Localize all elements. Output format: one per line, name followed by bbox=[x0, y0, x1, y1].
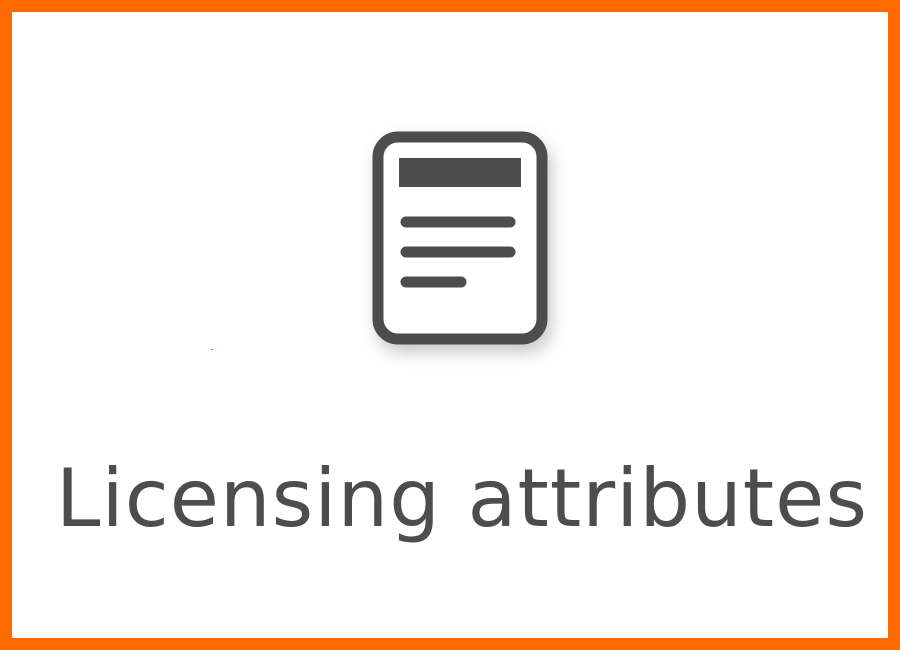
document-icon bbox=[370, 130, 550, 346]
tile-title: Licensing attributes bbox=[55, 452, 869, 545]
decorative-speck bbox=[211, 349, 213, 350]
